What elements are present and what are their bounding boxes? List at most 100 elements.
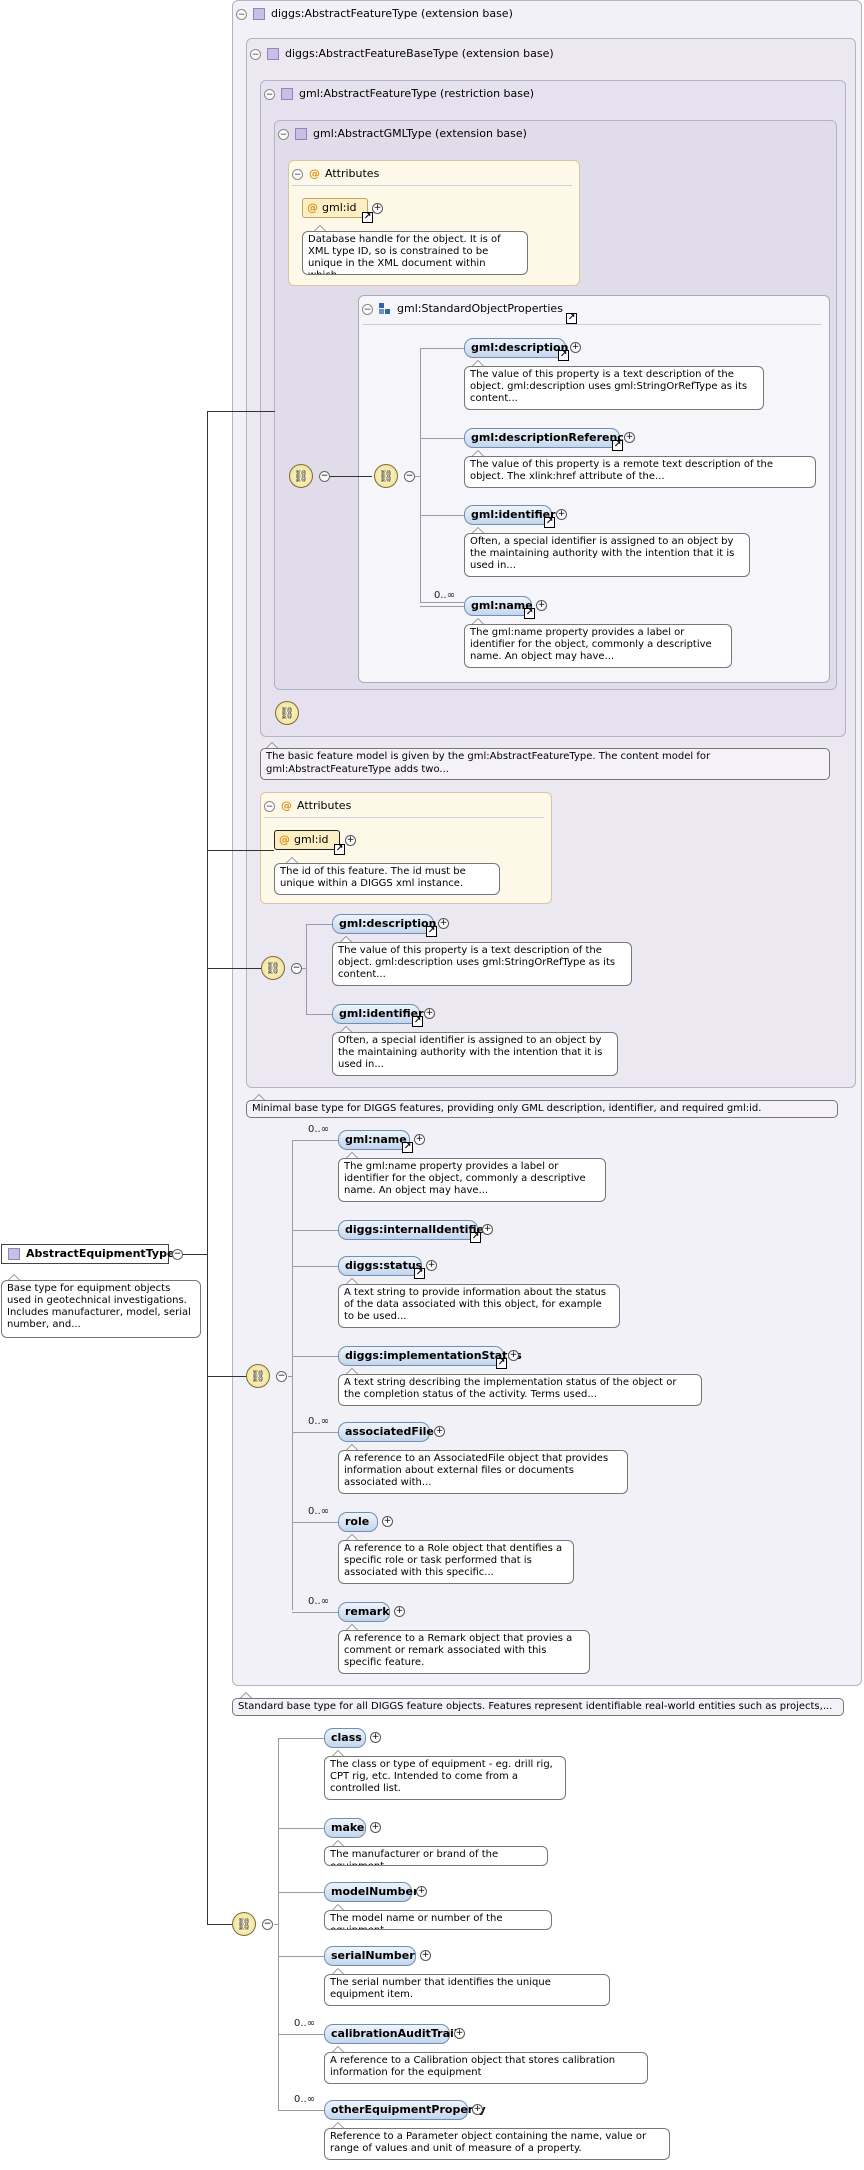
group-icon — [379, 303, 391, 315]
expand-icon[interactable]: + — [370, 1732, 381, 1743]
element-description: Often, a special identifier is assigned … — [464, 533, 750, 577]
reference-icon[interactable]: ↗ — [414, 1268, 425, 1279]
expand-icon[interactable]: + — [424, 1008, 435, 1019]
attribute-gml-id[interactable]: @gml:id — [274, 830, 340, 850]
sequence-compositor-icon[interactable]: ⛓ — [246, 1364, 270, 1388]
expand-icon[interactable]: + — [482, 1224, 493, 1235]
expand-icon[interactable]: + — [416, 1886, 427, 1897]
connector-line — [420, 348, 464, 349]
element-class[interactable]: class — [324, 1728, 366, 1748]
element-otherequipmentproperty[interactable]: otherEquipmentProperty — [324, 2100, 486, 2120]
reference-icon[interactable]: ↗ — [334, 844, 345, 855]
standard-object-properties-group — [358, 295, 830, 683]
element-modelnumber[interactable]: modelNumber — [324, 1882, 418, 1902]
collapse-icon[interactable]: − — [278, 128, 289, 140]
expand-icon[interactable]: + — [382, 1516, 393, 1527]
callout-pointer — [472, 618, 484, 624]
collapse-icon[interactable]: − — [292, 168, 303, 180]
expand-icon[interactable]: + — [454, 2028, 465, 2039]
element-description: The manufacturer or brand of the equipme… — [324, 1846, 548, 1866]
collapse-icon[interactable]: − — [291, 963, 302, 974]
connector-line — [278, 1956, 324, 1957]
reference-icon[interactable]: ↗ — [566, 313, 577, 324]
reference-icon[interactable]: ↗ — [544, 517, 555, 528]
reference-icon[interactable]: ↗ — [412, 1016, 423, 1027]
diggs-abstract-feature-type-header[interactable]: −diggs:AbstractFeatureType (extension ba… — [236, 7, 513, 21]
gml-abstract-feature-type-header[interactable]: −gml:AbstractFeatureType (restriction ba… — [264, 87, 534, 101]
expand-icon[interactable]: + — [394, 1606, 405, 1617]
attributes-label: Attributes — [297, 799, 352, 812]
collapse-icon[interactable]: − — [319, 471, 330, 482]
collapse-icon[interactable]: − — [250, 48, 261, 60]
reference-icon[interactable]: ↗ — [496, 1358, 507, 1369]
element-associatedfile[interactable]: associatedFile — [338, 1422, 434, 1442]
attribute-gml-id[interactable]: @gml:id — [302, 198, 368, 218]
element-gml-name[interactable]: gml:name — [338, 1130, 410, 1150]
reference-icon[interactable]: ↗ — [470, 1232, 481, 1243]
expand-icon[interactable]: + — [536, 600, 547, 611]
expand-icon[interactable]: + — [434, 1426, 445, 1437]
reference-icon[interactable]: ↗ — [558, 350, 569, 361]
collapse-icon[interactable]: − — [362, 303, 373, 315]
element-diggs-status[interactable]: diggs:status — [338, 1256, 422, 1276]
expand-icon[interactable]: + — [472, 2104, 483, 2115]
expand-icon[interactable]: + — [345, 835, 356, 846]
element-gml-description[interactable]: gml:description — [332, 914, 436, 934]
reference-icon[interactable]: ↗ — [612, 440, 623, 451]
element-make[interactable]: make — [324, 1818, 366, 1838]
element-diggs-implementationstatus[interactable]: diggs:implementationStatus — [338, 1346, 522, 1366]
callout-pointer — [340, 936, 352, 942]
element-role[interactable]: role — [338, 1512, 378, 1532]
element-gml-description[interactable]: gml:description — [464, 338, 568, 358]
collapse-icon[interactable]: − — [404, 471, 415, 482]
expand-icon[interactable]: + — [438, 918, 449, 929]
collapse-icon[interactable]: − — [236, 8, 247, 20]
expand-icon[interactable]: + — [372, 203, 383, 214]
expand-icon[interactable]: + — [426, 1260, 437, 1271]
element-remark[interactable]: remark — [338, 1602, 390, 1622]
expand-icon[interactable]: + — [556, 509, 567, 520]
element-gml-descriptionreference[interactable]: gml:descriptionReference — [464, 428, 631, 448]
reference-icon[interactable]: ↗ — [362, 212, 373, 223]
sequence-compositor-icon[interactable]: ⛓ — [232, 1912, 256, 1936]
gml-abstract-gml-type-header[interactable]: −gml:AbstractGMLType (extension base) — [278, 127, 527, 141]
collapse-icon[interactable]: − — [262, 1919, 273, 1930]
callout-pointer — [346, 1444, 358, 1450]
element-gml-name[interactable]: gml:name — [464, 596, 533, 616]
reference-icon[interactable]: ↗ — [524, 608, 535, 619]
collapse-icon[interactable]: − — [264, 88, 275, 100]
element-diggs-internalidentifier[interactable]: diggs:internalIdentifier — [338, 1220, 489, 1240]
element-gml-identifier[interactable]: gml:identifier — [464, 505, 556, 525]
reference-icon[interactable]: ↗ — [426, 926, 437, 937]
element-gml-identifier[interactable]: gml:identifier — [332, 1004, 424, 1024]
collapse-icon[interactable]: − — [172, 1249, 183, 1260]
element-serialnumber[interactable]: serialNumber — [324, 1946, 416, 1966]
attribute-description: The id of this feature. The id must be u… — [274, 863, 500, 895]
sequence-compositor-icon[interactable]: ⛓ — [275, 701, 299, 725]
cardinality-label: 0..∞ — [308, 1596, 330, 1607]
collapse-icon[interactable]: − — [264, 800, 275, 812]
element-description: Often, a special identifier is assigned … — [332, 1032, 618, 1076]
expand-icon[interactable]: + — [508, 1350, 519, 1361]
diggs-abstract-feature-base-type-header[interactable]: −diggs:AbstractFeatureBaseType (extensio… — [250, 47, 554, 61]
expand-icon[interactable]: + — [624, 432, 635, 443]
expand-icon[interactable]: + — [420, 1950, 431, 1961]
expand-icon[interactable]: + — [414, 1134, 425, 1145]
expand-icon[interactable]: + — [370, 1822, 381, 1833]
expand-icon[interactable]: + — [570, 342, 581, 353]
callout-pointer — [332, 1840, 344, 1846]
gml-attributes-header[interactable]: −@Attributes — [292, 167, 379, 181]
element-name: role — [345, 1515, 370, 1528]
sequence-compositor-icon[interactable]: ⛓ — [261, 956, 285, 980]
attribute-icon: @ — [307, 201, 318, 214]
sequence-compositor-icon[interactable]: ⛓ — [289, 464, 313, 488]
base-attributes-header[interactable]: −@Attributes — [264, 799, 351, 813]
reference-icon[interactable]: ↗ — [402, 1142, 413, 1153]
callout-pointer — [346, 1534, 358, 1540]
sequence-compositor-icon[interactable]: ⛓ — [374, 464, 398, 488]
root-type-abstract-equipment-type[interactable]: AbstractEquipmentType — [1, 1244, 174, 1264]
standard-object-properties-header[interactable]: −gml:StandardObjectProperties — [362, 302, 563, 316]
collapse-icon[interactable]: − — [276, 1371, 287, 1382]
element-name: gml:name — [345, 1133, 407, 1146]
element-calibrationaudittrail[interactable]: calibrationAuditTrail — [324, 2024, 458, 2044]
